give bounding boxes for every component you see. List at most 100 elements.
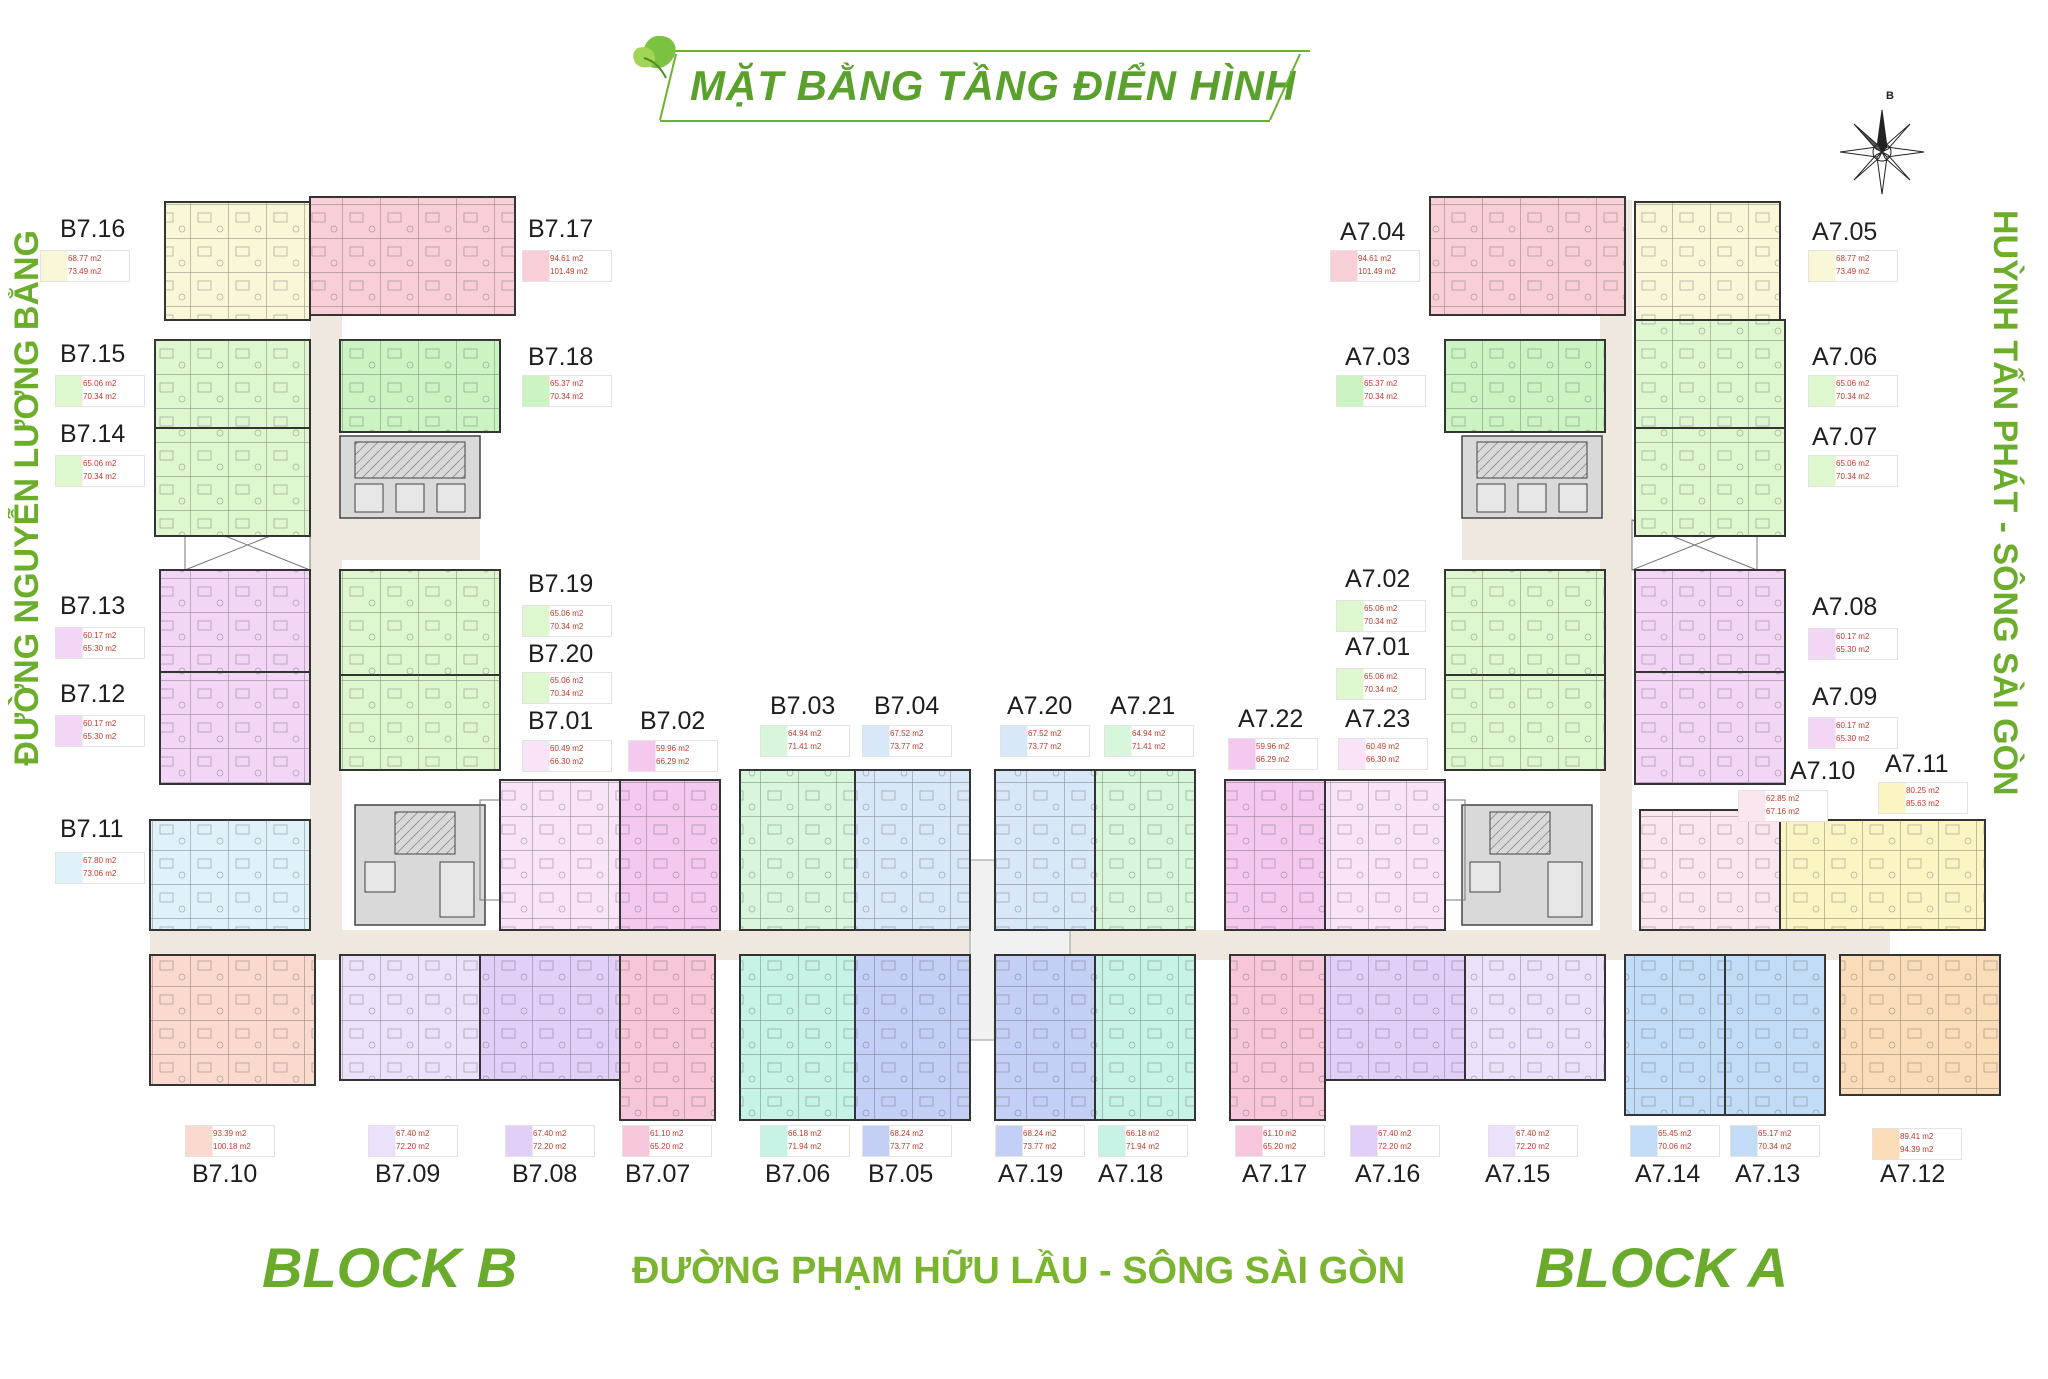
- unit-room-layout: [1635, 428, 1785, 536]
- unit-code-label: B7.02: [640, 707, 706, 735]
- unit-room-layout: [995, 770, 1095, 930]
- unit-code-label: B7.20: [528, 640, 594, 668]
- net-area-value: 64.94 m2: [1132, 729, 1166, 738]
- net-area-value: 65.06 m2: [550, 609, 584, 618]
- unit-code-label: A7.17: [1242, 1160, 1308, 1188]
- north-compass-icon: [1839, 109, 1925, 195]
- unit-area-legend: 64.94 m2 71.41 m2: [760, 725, 850, 757]
- net-area-value: 67.40 m2: [1378, 1129, 1412, 1138]
- road-bottom-label: ĐƯỜNG PHẠM HỮU LẦU - SÔNG SÀI GÒN: [632, 1250, 1406, 1292]
- unit-room-layout: [1225, 780, 1325, 930]
- unit-code-label: A7.19: [998, 1160, 1064, 1188]
- unit-code-label: B7.01: [528, 707, 594, 735]
- unit-room-layout: [1635, 320, 1785, 428]
- unit-room-layout: [1325, 955, 1465, 1080]
- gross-area-value: 73.77 m2: [1028, 742, 1062, 751]
- unit-room-layout: [1625, 955, 1725, 1115]
- unit-room-layout: [1840, 955, 2000, 1095]
- gross-area-value: 71.41 m2: [1132, 742, 1166, 751]
- net-area-value: 59.96 m2: [1256, 742, 1290, 751]
- unit-code-label: A7.22: [1238, 705, 1304, 733]
- unit-room-layout: [340, 340, 500, 432]
- unit-room-layout: [1325, 780, 1445, 930]
- unit-room-layout: [340, 955, 480, 1080]
- unit-code-label: B7.04: [874, 692, 940, 720]
- unit-room-layout: [480, 955, 620, 1080]
- road-right-label: HUỲNH TẤN PHÁT - SÔNG SÀI GÒN: [1986, 210, 2024, 796]
- unit-area-legend: 67.52 m2 73.77 m2: [1000, 725, 1090, 757]
- unit-code-label: A7.12: [1880, 1160, 1946, 1188]
- unit-code-label: B7.13: [60, 592, 126, 620]
- unit-code-label: B7.17: [528, 215, 594, 243]
- gross-area-value: 94.39 m2: [1900, 1145, 1934, 1154]
- gross-area-value: 66.30 m2: [1366, 755, 1400, 764]
- net-area-value: 65.37 m2: [550, 379, 584, 388]
- gross-area-value: 71.41 m2: [788, 742, 822, 751]
- unit-room-layout: [1640, 810, 1780, 930]
- unit-code-label: B7.09: [375, 1160, 441, 1188]
- net-area-value: 94.61 m2: [550, 254, 584, 263]
- net-area-value: 67.52 m2: [1028, 729, 1062, 738]
- unit-room-layout: [1095, 955, 1195, 1120]
- gross-area-value: 101.49 m2: [550, 267, 588, 276]
- unit-room-layout: [1095, 770, 1195, 930]
- gross-area-value: 67.16 m2: [1766, 807, 1800, 816]
- gross-area-value: 70.34 m2: [550, 689, 584, 698]
- gross-area-value: 70.34 m2: [83, 472, 117, 481]
- gross-area-value: 71.94 m2: [788, 1142, 822, 1151]
- unit-room-layout: [1445, 675, 1605, 770]
- gross-area-value: 72.20 m2: [396, 1142, 430, 1151]
- unit-room-layout: [165, 202, 310, 320]
- unit-area-legend: 67.40 m2 72.20 m2: [505, 1125, 595, 1157]
- net-area-value: 65.06 m2: [550, 676, 584, 685]
- gross-area-value: 66.29 m2: [1256, 755, 1290, 764]
- net-area-value: 60.49 m2: [550, 744, 584, 753]
- gross-area-value: 73.06 m2: [83, 869, 117, 878]
- unit-room-layout: [740, 955, 855, 1120]
- net-area-value: 66.18 m2: [788, 1129, 822, 1138]
- gross-area-value: 71.94 m2: [1126, 1142, 1160, 1151]
- net-area-value: 59.96 m2: [656, 744, 690, 753]
- gross-area-value: 65.30 m2: [83, 732, 117, 741]
- net-area-value: 60.49 m2: [1366, 742, 1400, 751]
- gross-area-value: 65.20 m2: [650, 1142, 684, 1151]
- unit-code-label: A7.10: [1790, 757, 1856, 785]
- net-area-value: 67.40 m2: [1516, 1129, 1550, 1138]
- page-title: MẶT BẰNG TẦNG ĐIỂN HÌNH: [690, 62, 1297, 109]
- unit-room-layout: [1465, 955, 1605, 1080]
- gross-area-value: 72.20 m2: [533, 1142, 567, 1151]
- net-area-value: 67.40 m2: [533, 1129, 567, 1138]
- net-area-value: 60.17 m2: [1836, 632, 1870, 641]
- gross-area-value: 101.49 m2: [1358, 267, 1396, 276]
- gross-area-value: 65.20 m2: [1263, 1142, 1297, 1151]
- net-area-value: 60.17 m2: [83, 631, 117, 640]
- net-area-value: 61.10 m2: [1263, 1129, 1297, 1138]
- net-area-value: 64.94 m2: [788, 729, 822, 738]
- unit-code-label: A7.18: [1098, 1160, 1164, 1188]
- unit-code-label: B7.11: [60, 815, 124, 843]
- unit-code-label: A7.06: [1812, 343, 1878, 371]
- block-b-label: BLOCK B: [262, 1236, 518, 1299]
- net-area-value: 65.45 m2: [1658, 1129, 1692, 1138]
- unit-room-layout: [340, 570, 500, 675]
- unit-area-legend: 94.61 m2 101.49 m2: [522, 250, 612, 282]
- unit-code-label: B7.15: [60, 340, 126, 368]
- unit-room-layout: [1230, 955, 1325, 1120]
- unit-code-label: A7.03: [1345, 343, 1411, 371]
- unit-code-label: B7.05: [868, 1160, 934, 1188]
- net-area-value: 67.52 m2: [890, 729, 924, 738]
